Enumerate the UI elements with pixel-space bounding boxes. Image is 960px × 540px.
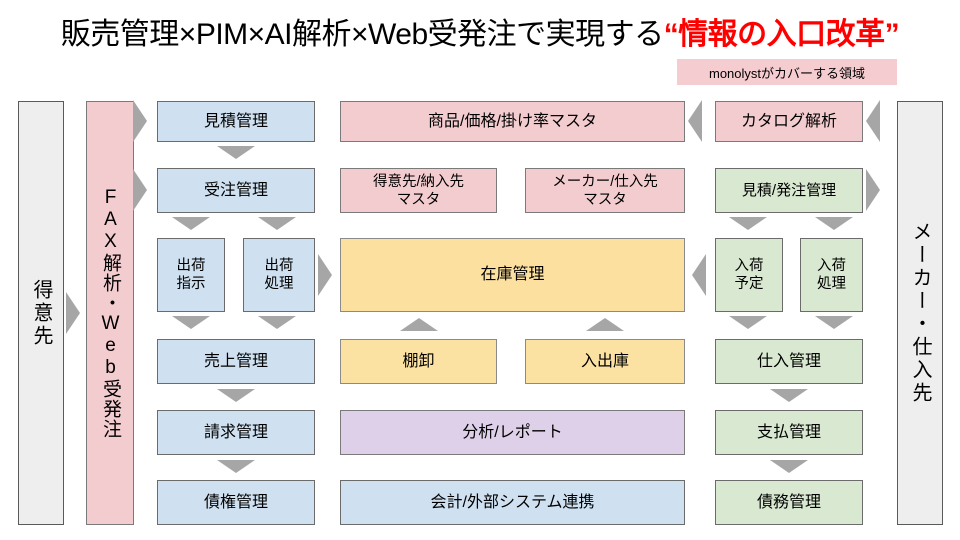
column-fax-web-order-label: FAX解析・Web受発注 — [100, 187, 121, 439]
box-arrival-plan-line1: 入荷 — [734, 258, 764, 274]
box-analysis-report-label: 分析/レポート — [462, 423, 563, 441]
box-shipping-instruction-line1: 出荷 — [176, 258, 206, 274]
box-maker-supplier-master-line2: マスタ — [583, 191, 627, 208]
box-accounting-external-link-label: 会計/外部システム連携 — [430, 493, 595, 511]
box-payment-management[interactable]: 支払管理 — [715, 410, 863, 455]
box-catalog-analysis-label: カタログ解析 — [740, 112, 837, 130]
column-customer-label: 得意先 — [30, 278, 52, 348]
arrow-customer-to-fax-icon — [66, 292, 80, 334]
box-customer-delivery-master[interactable]: 得意先/納入先 マスタ — [340, 168, 497, 213]
box-shipping-instruction[interactable]: 出荷 指示 — [157, 238, 225, 312]
box-sales-management[interactable]: 売上管理 — [157, 339, 315, 384]
arrow-arrival-plan-to-purchase-icon — [729, 316, 767, 329]
box-billing-management[interactable]: 請求管理 — [157, 410, 315, 455]
box-arrival-process-line1: 入荷 — [817, 258, 846, 274]
box-shipping-process[interactable]: 出荷 処理 — [243, 238, 315, 312]
box-analysis-report[interactable]: 分析/レポート — [340, 410, 685, 455]
arrow-arrival-to-inventory-icon — [692, 254, 706, 296]
arrow-fax-to-estimate-icon — [133, 100, 147, 142]
box-payment-management-label: 支払管理 — [756, 423, 821, 441]
box-payable-management[interactable]: 債務管理 — [715, 480, 863, 525]
box-receivable-management-label: 債権管理 — [203, 493, 268, 511]
arrow-estimate-order-to-arrive-plan-icon — [729, 217, 767, 230]
column-supplier-label: メーカー・仕入先 — [909, 221, 931, 405]
box-estimate-order-management[interactable]: 見積/発注管理 — [715, 168, 863, 213]
box-warehousing[interactable]: 入出庫 — [525, 339, 685, 384]
arrow-ship-process-to-inventory-icon — [318, 254, 332, 296]
box-customer-delivery-master-line1: 得意先/納入先 — [372, 173, 465, 190]
box-maker-supplier-master-line1: メーカー/仕入先 — [552, 173, 658, 190]
box-warehousing-label: 入出庫 — [580, 352, 629, 370]
box-order-management-label: 受注管理 — [203, 181, 268, 199]
arrow-order-to-ship-instruct-icon — [172, 217, 210, 230]
box-estimate-management[interactable]: 見積管理 — [157, 101, 315, 142]
box-shipping-process-line2: 処理 — [264, 276, 294, 292]
box-order-management[interactable]: 受注管理 — [157, 168, 315, 213]
box-inventory-management-label: 在庫管理 — [480, 266, 545, 283]
arrow-estimate-to-order-icon — [217, 146, 255, 159]
box-shipping-instruction-line2: 指示 — [176, 276, 206, 292]
arrow-purchase-to-payment-icon — [770, 389, 808, 402]
box-stocktaking[interactable]: 棚卸 — [340, 339, 497, 384]
box-arrival-process[interactable]: 入荷 処理 — [800, 238, 863, 312]
box-product-price-rate-master[interactable]: 商品/価格/掛け率マスタ — [340, 101, 685, 142]
arrow-billing-to-receivable-icon — [217, 460, 255, 473]
legend-badge: monolystがカバーする領域 — [677, 59, 897, 85]
box-arrival-plan[interactable]: 入荷 予定 — [715, 238, 783, 312]
column-supplier: メーカー・仕入先 — [897, 101, 943, 525]
box-sales-management-label: 売上管理 — [203, 352, 268, 370]
legend-label: monolystがカバーする領域 — [708, 65, 866, 81]
arrow-warehousing-to-inventory-icon — [586, 318, 624, 331]
box-receivable-management[interactable]: 債権管理 — [157, 480, 315, 525]
title-highlight: “情報の入口改革” — [663, 18, 900, 51]
box-payable-management-label: 債務管理 — [756, 493, 821, 511]
box-customer-delivery-master-line2: マスタ — [396, 191, 441, 208]
box-arrival-process-line2: 処理 — [817, 276, 846, 292]
box-shipping-process-line1: 出荷 — [264, 258, 294, 274]
title-main: 販売管理×PIM×AI解析×Web受発注で実現する — [60, 18, 664, 51]
arrow-stocktake-to-inventory-icon — [400, 318, 438, 331]
arrow-sales-to-billing-icon — [217, 389, 255, 402]
box-product-price-rate-master-label: 商品/価格/掛け率マスタ — [428, 112, 597, 130]
box-accounting-external-link[interactable]: 会計/外部システム連携 — [340, 480, 685, 525]
arrow-estimate-order-to-arrive-process-icon — [815, 217, 853, 230]
page-title: 販売管理×PIM×AI解析×Web受発注で実現する“情報の入口改革” — [0, 16, 960, 54]
arrow-payment-to-payable-icon — [770, 460, 808, 473]
box-billing-management-label: 請求管理 — [203, 423, 268, 441]
box-estimate-order-management-label: 見積/発注管理 — [741, 182, 837, 199]
box-estimate-management-label: 見積管理 — [203, 112, 268, 130]
box-arrival-plan-line2: 予定 — [734, 276, 764, 292]
column-customer: 得意先 — [18, 101, 64, 525]
box-inventory-management[interactable]: 在庫管理 — [340, 238, 685, 312]
arrow-fax-to-order-icon — [133, 169, 147, 211]
box-purchase-management-label: 仕入管理 — [756, 352, 821, 370]
column-fax-web-order: FAX解析・Web受発注 — [86, 101, 134, 525]
arrow-ship-instruct-to-sales-icon — [172, 316, 210, 329]
arrow-order-to-ship-process-icon — [258, 217, 296, 230]
box-catalog-analysis[interactable]: カタログ解析 — [715, 101, 863, 142]
box-maker-supplier-master[interactable]: メーカー/仕入先 マスタ — [525, 168, 685, 213]
box-stocktaking-label: 棚卸 — [402, 352, 435, 370]
arrow-supplier-to-catalog-icon — [866, 100, 880, 142]
arrow-order-to-supplier-icon — [866, 169, 880, 211]
arrow-ship-process-to-sales-icon — [258, 316, 296, 329]
arrow-arrival-process-to-purchase-icon — [815, 316, 853, 329]
arrow-catalog-to-master-icon — [688, 100, 702, 142]
box-purchase-management[interactable]: 仕入管理 — [715, 339, 863, 384]
